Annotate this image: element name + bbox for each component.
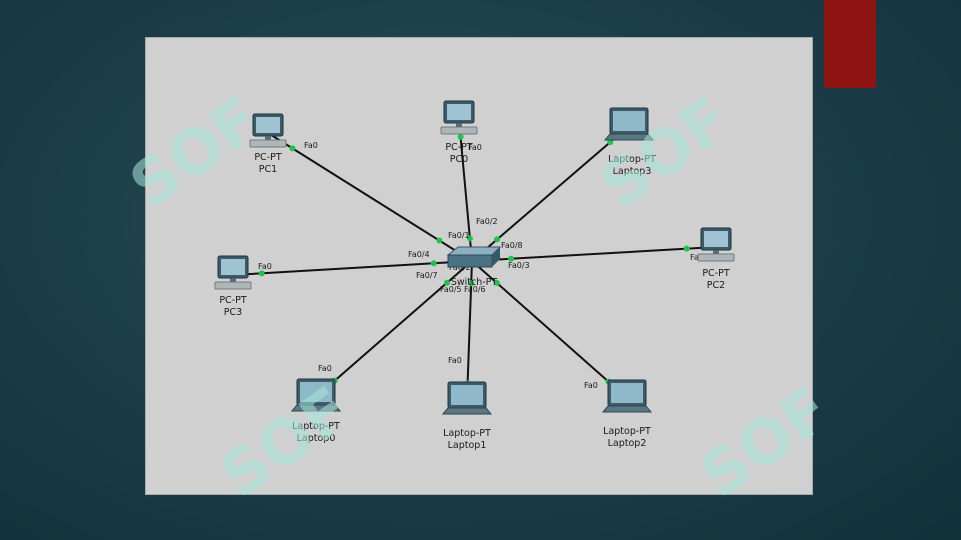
- port-indicator: [683, 245, 690, 252]
- switch-port-label: Fa0/6: [464, 285, 486, 294]
- desktop-base: [214, 281, 252, 290]
- switch-front: [447, 254, 493, 268]
- port-indicator: [444, 279, 451, 286]
- screen: [300, 382, 332, 402]
- screen: [256, 117, 280, 133]
- switch-port-label: Fa0/1: [448, 231, 470, 240]
- port-indicator: [607, 139, 614, 146]
- port-indicator: [430, 260, 437, 267]
- device-model-label: PC-PT: [219, 295, 247, 306]
- switch-label: Switch-PT: [451, 277, 498, 288]
- device-model-label: Laptop-PT: [292, 421, 340, 432]
- link-laptop0[interactable]: [315, 260, 473, 398]
- device-model-label: PC-PT: [445, 142, 473, 153]
- device-port-label: Fa0: [448, 356, 462, 365]
- switch-port-label: Fa0/8: [501, 241, 523, 250]
- link-pc0[interactable]: [457, 119, 473, 262]
- switch-side: [492, 247, 500, 267]
- device-port-label: Fa0: [304, 141, 318, 150]
- port-indicator: [466, 235, 473, 242]
- port-indicator: [494, 236, 501, 243]
- port-indicator: [468, 280, 475, 287]
- switch-top: [446, 246, 502, 256]
- port-indicator: [493, 279, 500, 286]
- pc-icon: [249, 113, 287, 148]
- keyboard-base: [601, 405, 653, 413]
- stand: [456, 123, 462, 127]
- switch-port-label: Fa0/7: [416, 271, 438, 280]
- switch-icon: [446, 246, 502, 268]
- port-indicator: [436, 237, 443, 244]
- laptop-icon: [601, 379, 653, 413]
- device-name-label: PC0: [450, 154, 468, 165]
- device-model-label: PC-PT: [702, 268, 730, 279]
- screen: [613, 111, 645, 131]
- screen: [221, 259, 245, 275]
- device-name-label: Laptop3: [613, 166, 652, 177]
- device-name-label: Laptop1: [448, 440, 487, 451]
- switch-port-label: Fa0/2: [476, 217, 498, 226]
- device-name-label: PC1: [259, 164, 277, 175]
- device-name-label: Laptop0: [297, 433, 336, 444]
- keyboard-base: [441, 407, 493, 415]
- keyboard-base: [290, 404, 342, 412]
- stand: [265, 136, 271, 140]
- device-port-label: Fa0: [468, 143, 482, 152]
- screen: [704, 231, 728, 247]
- device-name-label: PC3: [224, 307, 242, 318]
- port-indicator: [258, 270, 265, 277]
- stand: [230, 278, 236, 282]
- link-laptop3[interactable]: [471, 125, 630, 262]
- device-model-label: PC-PT: [254, 152, 282, 163]
- screen: [447, 104, 471, 120]
- device-model-label: Laptop-PT: [443, 428, 491, 439]
- device-model-label: Laptop-PT: [608, 154, 656, 165]
- device-model-label: Laptop-PT: [603, 426, 651, 437]
- link-pc2[interactable]: [471, 245, 717, 262]
- switch-port-label: Fa0/4: [408, 250, 430, 259]
- device-port-label: Fa0: [318, 364, 332, 373]
- pc-icon: [697, 227, 735, 262]
- device-port-label: Fa0: [690, 253, 704, 262]
- device-name-label: Laptop2: [608, 438, 647, 449]
- pc-icon: [214, 255, 252, 290]
- device-port-label: Fa0: [258, 262, 272, 271]
- link-pc3[interactable]: [232, 260, 473, 277]
- switch-port-label: Fa0/3: [508, 261, 530, 270]
- port-indicator: [508, 255, 515, 262]
- accent-bar: [824, 0, 876, 88]
- screen: [451, 385, 483, 405]
- laptop-icon: [441, 381, 493, 415]
- laptop-icon: [603, 107, 655, 141]
- keyboard-base: [603, 133, 655, 141]
- device-port-label: Fa0: [584, 381, 598, 390]
- screen: [611, 383, 643, 403]
- port-indicator: [289, 145, 296, 152]
- pc-icon: [440, 100, 478, 135]
- port-indicator: [457, 133, 464, 140]
- link-pc1[interactable]: [267, 132, 473, 262]
- desktop-base: [440, 126, 478, 135]
- desktop-base: [249, 139, 287, 148]
- node-switch[interactable]: Switch-PT: [446, 246, 502, 288]
- stand: [713, 250, 719, 254]
- laptop-icon: [290, 378, 342, 412]
- device-name-label: PC2: [707, 280, 725, 291]
- desktop-base: [697, 253, 735, 262]
- switch-port-label: Fa0/5: [440, 285, 462, 294]
